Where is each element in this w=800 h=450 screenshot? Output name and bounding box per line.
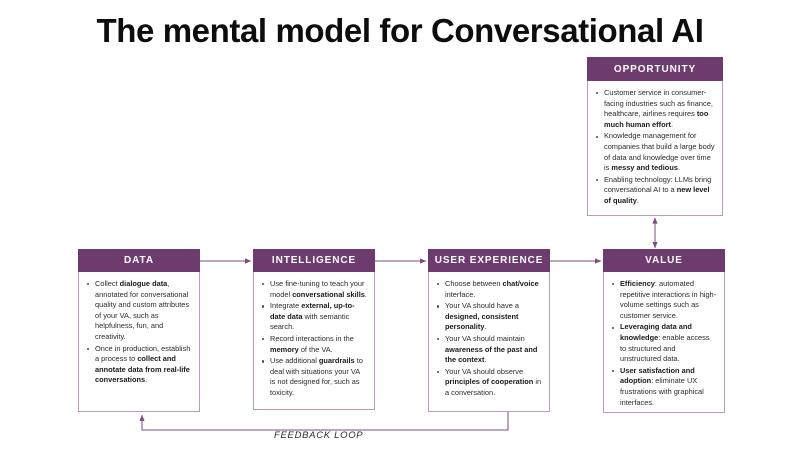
card-body-data: Collect dialogue data, annotated for con…	[79, 272, 199, 393]
bullet-list-user-experience: Choose between chat/voice interface.Your…	[434, 279, 542, 399]
bullet-item: Efficiency: automated repetitive interac…	[609, 279, 717, 321]
card-header-data: DATA	[78, 249, 200, 272]
bullet-item: Customer service in consumer-facing indu…	[593, 88, 715, 130]
card-body-value: Efficiency: automated repetitive interac…	[604, 272, 724, 415]
bullet-item: Once in production, establish a process …	[84, 344, 192, 386]
card-header-opportunity: OPPORTUNITY	[587, 57, 723, 81]
bullet-list-intelligence: Use fine-tuning to teach your model conv…	[259, 279, 367, 399]
bullet-item: Choose between chat/voice interface.	[434, 279, 542, 300]
card-body-intelligence: Use fine-tuning to teach your model conv…	[254, 272, 374, 406]
bullet-item: Knowledge management for companies that …	[593, 131, 715, 173]
bullet-item: Integrate external, up-to-date data with…	[259, 301, 367, 333]
bullet-item: Your VA should maintain awareness of the…	[434, 334, 542, 366]
bullet-item: Use fine-tuning to teach your model conv…	[259, 279, 367, 300]
feedback-loop-path	[139, 412, 509, 431]
bullet-item: Record interactions in the memory of the…	[259, 334, 367, 355]
feedback-loop-label: FEEDBACK LOOP	[274, 430, 364, 441]
card-header-intelligence: INTELLIGENCE	[253, 249, 375, 272]
bullet-item: Enabling technology: LLMs bring conversa…	[593, 175, 715, 207]
card-header-user-experience: USER EXPERIENCE	[428, 249, 550, 272]
bullet-list-data: Collect dialogue data, annotated for con…	[84, 279, 192, 386]
bullet-item: Leveraging data and knowledge: enable ac…	[609, 322, 717, 364]
card-body-opportunity: Customer service in consumer-facing indu…	[588, 81, 722, 214]
bullet-item: Your VA should observe principles of coo…	[434, 367, 542, 399]
bullet-item: User satisfaction and adoption: eliminat…	[609, 366, 717, 408]
bullet-item: Collect dialogue data, annotated for con…	[84, 279, 192, 343]
page-title: The mental model for Conversational AI	[96, 12, 704, 49]
card-data: DATA Collect dialogue data, annotated fo…	[78, 249, 200, 412]
card-opportunity: OPPORTUNITY Customer service in consumer…	[587, 57, 723, 216]
bullet-list-opportunity: Customer service in consumer-facing indu…	[593, 88, 715, 207]
card-user-experience: USER EXPERIENCE Choose between chat/voic…	[428, 249, 550, 412]
bullet-item: Your VA should have a designed, consiste…	[434, 301, 542, 333]
card-intelligence: INTELLIGENCE Use fine-tuning to teach yo…	[253, 249, 375, 410]
card-value: VALUE Efficiency: automated repetitive i…	[603, 249, 725, 415]
bullet-list-value: Efficiency: automated repetitive interac…	[609, 279, 717, 408]
bullet-item: Use additional guardrails to deal with s…	[259, 356, 367, 398]
card-header-value: VALUE	[603, 249, 725, 272]
card-body-user-experience: Choose between chat/voice interface.Your…	[429, 272, 549, 406]
